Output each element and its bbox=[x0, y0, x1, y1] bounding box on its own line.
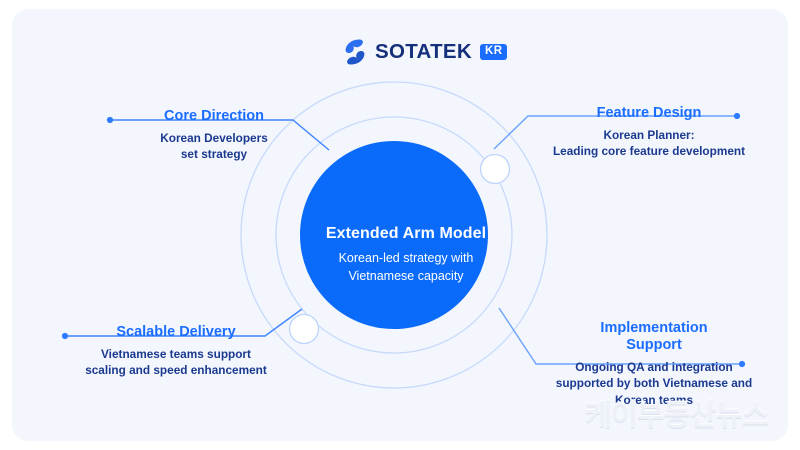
quadrant-core-direction-desc-line-1: Korean Developers bbox=[160, 131, 268, 146]
quadrant-core-direction-title: Core Direction bbox=[164, 108, 264, 124]
quadrant-core-direction-desc-line-2: set strategy bbox=[180, 147, 248, 162]
quadrant-scalable-delivery-desc-line-1: Vietnamese teams support bbox=[101, 347, 251, 362]
quadrant-implementation-support-desc: Ongoing QA and integration supported by … bbox=[540, 359, 768, 408]
watermark: 케이부동산뉴스 bbox=[585, 400, 769, 432]
quadrant-implementation-support-title-line-2: Support bbox=[626, 337, 682, 354]
ring-node-top-right bbox=[479, 153, 511, 185]
quadrant-implementation-support-desc-line-1: Ongoing QA and integration bbox=[575, 360, 733, 375]
ring-node-bottom-left bbox=[288, 313, 320, 345]
infographic-card: SOTATEK KR Extended Arm Model Korean-led… bbox=[12, 9, 788, 441]
quadrant-implementation-support-desc-line-2: supported by both Vietnamese and bbox=[555, 376, 753, 391]
quadrant-implementation-support-desc-line-3: Korean teams bbox=[614, 392, 694, 407]
quadrant-implementation-support-title-line-1: Implementation bbox=[600, 320, 708, 336]
core-label: Extended Arm Model Korean-led strategy w… bbox=[302, 224, 510, 286]
quadrant-scalable-delivery-desc-line-2: scaling and speed enhancement bbox=[85, 363, 267, 378]
core-subtitle-line-1: Korean-led strategy with bbox=[338, 251, 474, 266]
quadrant-feature-design-desc-line-2: Leading core feature development bbox=[552, 144, 746, 159]
brand-logo: SOTATEK KR bbox=[342, 37, 508, 67]
quadrant-feature-design-title: Feature Design bbox=[596, 105, 702, 121]
quadrant-core-direction: Core Direction Korean Developers set str… bbox=[134, 108, 294, 163]
quadrant-feature-design: Feature Design Korean Planner: Leading c… bbox=[534, 105, 764, 160]
core-title: Extended Arm Model bbox=[325, 225, 487, 242]
logo-region-badge: KR bbox=[480, 43, 508, 61]
quadrant-core-direction-desc: Korean Developers set strategy bbox=[134, 130, 294, 163]
quadrant-implementation-support-title: Implementation Support bbox=[540, 320, 768, 354]
core-subtitle-line-2: Vietnamese capacity bbox=[348, 268, 464, 283]
quadrant-feature-design-desc: Korean Planner: Leading core feature dev… bbox=[534, 127, 764, 160]
core-subtitle: Korean-led strategy with Vietnamese capa… bbox=[302, 250, 510, 286]
quadrant-scalable-delivery-desc: Vietnamese teams support scaling and spe… bbox=[72, 346, 280, 379]
quadrant-feature-design-desc-line-1: Korean Planner: bbox=[603, 128, 695, 143]
quadrant-implementation-support: Implementation Support Ongoing QA and in… bbox=[540, 320, 768, 408]
quadrant-scalable-delivery-title: Scalable Delivery bbox=[116, 324, 236, 340]
logo-wordmark: SOTATEK bbox=[375, 39, 473, 63]
sotatek-logo-icon bbox=[345, 39, 365, 65]
quadrant-scalable-delivery: Scalable Delivery Vietnamese teams suppo… bbox=[72, 324, 280, 379]
